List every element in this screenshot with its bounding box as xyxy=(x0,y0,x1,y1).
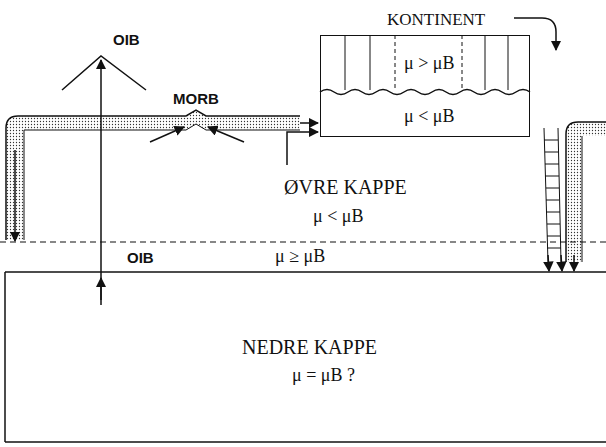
upwelling-arrow xyxy=(287,132,318,165)
plume-arrow xyxy=(100,60,102,305)
layer-property: μ ≥ μB xyxy=(275,247,325,267)
sink-arrow xyxy=(573,255,575,271)
ridge-arrow xyxy=(208,127,244,142)
layer-property: μ = μB ? xyxy=(292,366,355,386)
continent-arrow xyxy=(514,18,556,50)
plate-arrow xyxy=(300,122,318,124)
plot-label: OIB xyxy=(113,32,140,49)
continent-box: KONTINENTμ > μBμ < μB xyxy=(320,35,530,137)
slab-outline xyxy=(566,122,606,262)
oceanic-plate xyxy=(6,110,300,240)
down-arrow xyxy=(14,150,16,241)
layer-name: ØVRE KAPPE xyxy=(284,176,407,198)
sink-arrow xyxy=(561,255,562,271)
continent-columns xyxy=(345,35,508,90)
layer-name: NEDRE KAPPE xyxy=(242,336,377,358)
mantle-boundary xyxy=(5,271,606,273)
plot-label: MORB xyxy=(173,91,219,108)
frame-line xyxy=(4,272,6,442)
wavy-boundary xyxy=(320,90,530,95)
plume-arrow xyxy=(100,278,102,300)
layer-property: μ < μB xyxy=(313,207,363,227)
node-heading: KONTINENT xyxy=(387,11,485,30)
sink-arrow xyxy=(548,255,549,271)
ridge-arrow xyxy=(150,127,184,142)
frame-line xyxy=(5,441,606,443)
plate-outline xyxy=(6,110,300,240)
dashed-boundary xyxy=(0,241,606,242)
node-property: μ < μB xyxy=(402,107,456,127)
oib-caret xyxy=(62,56,146,90)
subducting-slab xyxy=(566,122,606,262)
plate-inner-line xyxy=(24,124,300,240)
slab-inner-line xyxy=(582,136,583,262)
node-property: μ > μB xyxy=(402,54,456,74)
plot-label: OIB xyxy=(127,250,154,267)
